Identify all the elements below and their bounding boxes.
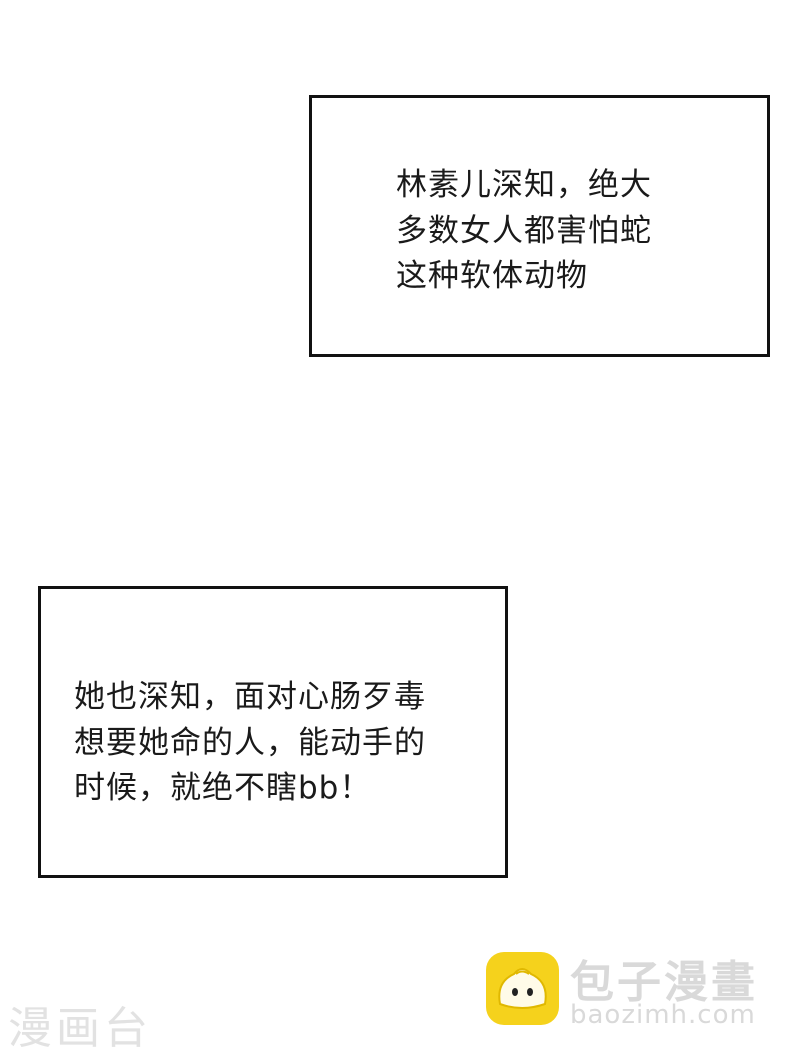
narration-line: 想要她命的人，能动手的 xyxy=(74,725,426,761)
watermark-left: 漫画台 xyxy=(8,1003,152,1054)
narration-box-2: 她也深知，面对心肠歹毒 想要她命的人，能动手的 时候，就绝不瞎bb！ xyxy=(38,586,508,878)
narration-line: 这种软体动物 xyxy=(396,258,588,294)
narration-line: 林素儿深知，绝大 xyxy=(396,167,652,203)
site-domain: baozimh.com xyxy=(570,1000,756,1030)
narration-box-1: 林素儿深知，绝大 多数女人都害怕蛇 这种软体动物 xyxy=(309,95,770,357)
narration-line: 时候，就绝不瞎bb！ xyxy=(74,770,372,806)
narration-line: 她也深知，面对心肠歹毒 xyxy=(74,679,426,715)
watermark-site: 包子漫畫 baozimh.com xyxy=(486,950,786,1040)
site-name: 包子漫畫 xyxy=(570,957,758,1008)
narration-line: 多数女人都害怕蛇 xyxy=(396,213,652,249)
bun-mascot-icon xyxy=(486,952,559,1025)
